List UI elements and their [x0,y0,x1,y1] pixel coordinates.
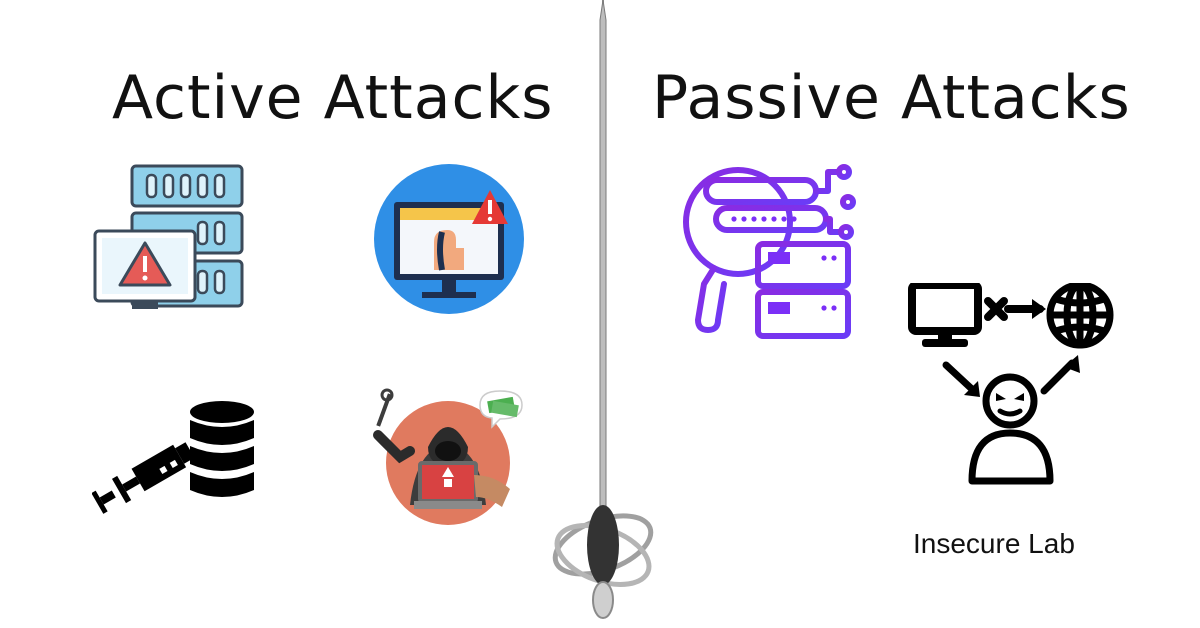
server-inspection-icon [683,164,856,339]
server-warning-icon [93,164,244,309]
passive-attacks-heading: Passive Attacks [652,63,1131,133]
sword-divider-icon [552,0,654,619]
insecure-lab-watermark: Insecure Lab [913,528,1075,559]
monitor-phishing-icon [374,164,524,314]
active-attacks-heading: Active Attacks [112,63,554,133]
ransomware-hacker-icon [373,388,523,525]
sql-injection-icon [92,401,254,514]
man-in-the-middle-icon [908,283,1114,485]
